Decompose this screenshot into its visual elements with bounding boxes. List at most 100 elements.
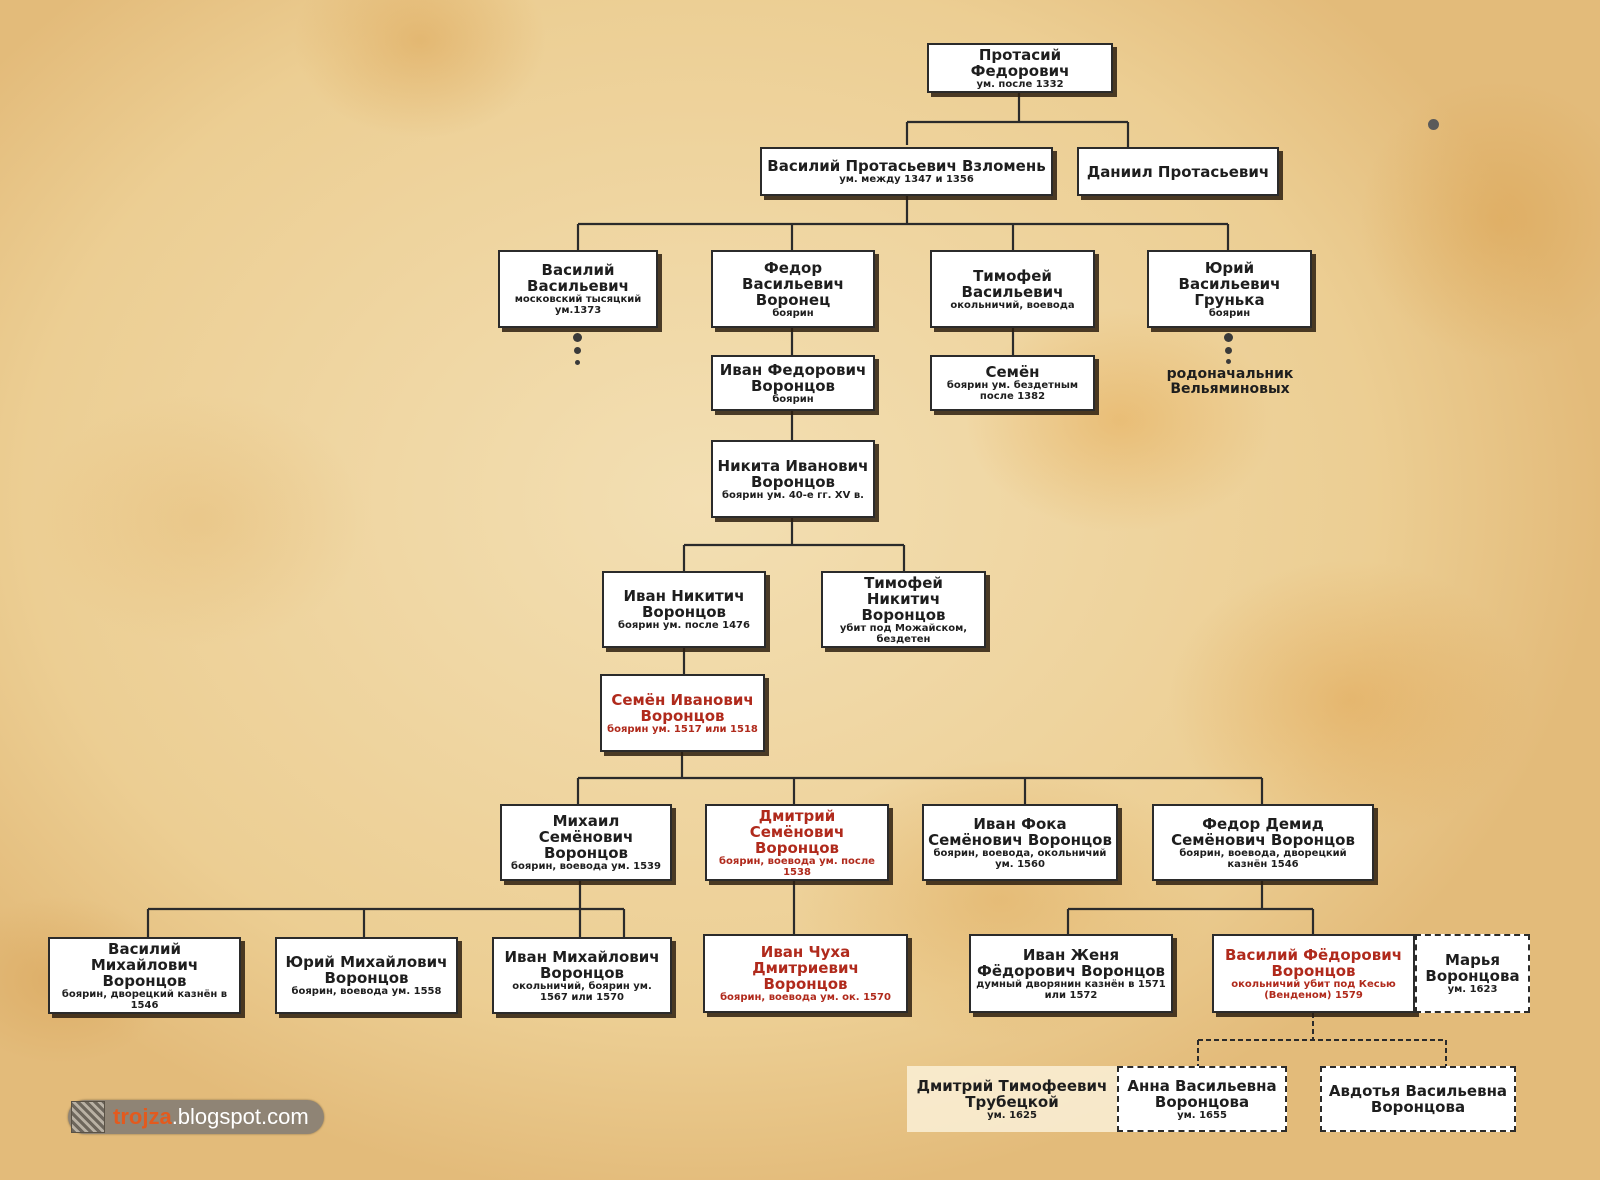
- person-protasiy[interactable]: Протасий Федорович ум. после 1332: [927, 43, 1113, 93]
- person-name: Федор Васильевич Воронец: [742, 258, 844, 309]
- person-mikhail-semenovich[interactable]: Михаил Семёнович Воронцов боярин, воевод…: [500, 804, 672, 881]
- person-details: боярин, воевода, окольничий ум. 1560: [933, 847, 1107, 870]
- continuation-dot: [1224, 333, 1233, 342]
- person-details: окольничий, воевода: [950, 299, 1075, 311]
- person-details: окольничий убит под Кесью (Венденом) 157…: [1231, 978, 1396, 1001]
- person-name: Василий Михайлович Воронцов: [90, 939, 199, 990]
- person-name: Иван Никитич Воронцов: [623, 587, 745, 621]
- person-details: боярин: [772, 307, 814, 319]
- stray-dot: [1428, 119, 1439, 130]
- person-name: Юрий Михайлович Воронцов: [285, 953, 448, 987]
- person-name: Иван Фока Семёнович Воронцов: [928, 814, 1112, 849]
- annotation-velyaminov: родоначальник Вельяминовых: [1166, 366, 1294, 397]
- person-timofey-vasilyevich[interactable]: Тимофей Васильевич окольничий, воевода: [930, 250, 1095, 328]
- person-timofey-nikitich[interactable]: Тимофей Никитич Воронцов убит под Можайс…: [821, 571, 986, 648]
- person-semen-ivanovich[interactable]: Семён Иванович Воронцов боярин ум. 1517 …: [600, 674, 765, 752]
- person-details: боярин: [1208, 307, 1251, 319]
- person-details: думный дворянин казнён в 1571 или 1572: [976, 978, 1166, 1001]
- person-fedor-demid[interactable]: Федор Демид Семёнович Воронцов боярин, в…: [1152, 804, 1374, 881]
- person-yuriy-mikhaylovich[interactable]: Юрий Михайлович Воронцов боярин, воевода…: [275, 937, 458, 1014]
- dashed-connector: [1197, 1013, 1447, 1066]
- logo-image: [71, 1101, 105, 1133]
- continuation-dot: [1226, 359, 1231, 364]
- person-details: ум. 1625: [987, 1109, 1037, 1121]
- connector: [576, 752, 1264, 804]
- person-name: Михаил Семёнович Воронцов: [538, 812, 634, 862]
- connector: [1066, 881, 1315, 934]
- person-details: московский тысяцкий ум.1373: [514, 294, 642, 316]
- person-name: Протасий Федорович: [970, 45, 1070, 80]
- person-semen-timofeevich[interactable]: Семён боярин ум. бездетным после 1382: [930, 355, 1095, 411]
- person-details: боярин, воевода ум. 1558: [291, 986, 442, 997]
- person-details: боярин, воевода ум. ок. 1570: [720, 992, 891, 1003]
- person-marya[interactable]: Марья Воронцова ум. 1623: [1415, 934, 1530, 1013]
- person-name: Юрий Васильевич Грунька: [1178, 258, 1281, 309]
- person-yuriy-grunka[interactable]: Юрий Васильевич Грунька боярин: [1147, 250, 1312, 328]
- watermark-badge[interactable]: trojza.blogspot.com: [68, 1100, 324, 1134]
- person-name: Иван Федорович Воронцов: [719, 360, 867, 395]
- person-anna[interactable]: Анна Васильевна Воронцова ум. 1655: [1117, 1066, 1287, 1132]
- person-details: ум. между 1347 и 1356: [839, 174, 974, 185]
- person-name: Семён Иванович Воронцов: [611, 690, 754, 725]
- site-url-rest: .blogspot.com: [171, 1104, 309, 1129]
- continuation-dot: [574, 347, 581, 354]
- person-details: убит под Можайском, бездетен: [839, 622, 968, 645]
- person-name: Федор Демид Семёнович Воронцов: [1171, 814, 1355, 849]
- person-name: Иван Чуха Дмитриевич Воронцов: [752, 943, 859, 993]
- continuation-dot: [1225, 347, 1232, 354]
- person-details: боярин, воевода ум. 1539: [511, 861, 661, 872]
- person-ivan-chukha[interactable]: Иван Чуха Дмитриевич Воронцов боярин, во…: [703, 934, 908, 1013]
- connector: [905, 93, 1130, 147]
- person-vasiliy-vasilyevich[interactable]: Василий Васильевич московский тысяцкий у…: [498, 250, 658, 328]
- person-vasiliy-vzlomen[interactable]: Василий Протасьевич Взломень ум. между 1…: [760, 147, 1053, 196]
- person-nikita[interactable]: Никита Иванович Воронцов боярин ум. 40-е…: [711, 440, 875, 518]
- person-ivan-mikhaylovich[interactable]: Иван Михайлович Воронцов окольничий, боя…: [492, 937, 672, 1014]
- person-details: боярин: [772, 393, 814, 405]
- site-url: trojza.blogspot.com: [113, 1104, 309, 1130]
- connector: [576, 195, 1230, 250]
- person-name: Даниил Протасьевич: [1086, 162, 1270, 181]
- person-name: Тимофей Никитич Воронцов: [861, 573, 946, 624]
- connector: [146, 881, 626, 937]
- person-dmitriy-trubetskoy[interactable]: Дмитрий Тимофеевич Трубецкой ум. 1625: [907, 1066, 1117, 1132]
- person-name: Василий Васильевич: [527, 261, 629, 295]
- person-name: Марья Воронцова: [1425, 951, 1520, 985]
- person-name: Анна Васильевна Воронцова: [1127, 1076, 1277, 1111]
- person-details: боярин, воевода ум. после 1538: [719, 855, 875, 878]
- person-details: боярин ум. бездетным после 1382: [946, 380, 1079, 402]
- person-ivan-nikitich[interactable]: Иван Никитич Воронцов боярин ум. после 1…: [602, 571, 766, 648]
- person-details: боярин, дворецкий казнён в 1546: [61, 988, 228, 1011]
- person-name: Никита Иванович Воронцов: [717, 456, 869, 491]
- person-details: боярин, воевода, дворецкий казнён 1546: [1179, 847, 1347, 870]
- person-details: боярин ум. 1517 или 1518: [607, 723, 758, 735]
- person-vasiliy-mikhaylovich[interactable]: Василий Михайлович Воронцов боярин, двор…: [48, 937, 241, 1014]
- person-vasiliy-fedorovich[interactable]: Василий Фёдорович Воронцов окольничий уб…: [1212, 934, 1415, 1013]
- person-details: боярин ум. 40-е гг. XV в.: [722, 489, 864, 501]
- person-details: боярин ум. после 1476: [618, 620, 750, 631]
- person-name: Дмитрий Тимофеевич Трубецкой: [916, 1076, 1108, 1111]
- person-fedor-voronets[interactable]: Федор Васильевич Воронец боярин: [711, 250, 875, 328]
- person-ivan-zhenya[interactable]: Иван Женя Фёдорович Воронцов думный двор…: [969, 934, 1173, 1013]
- person-name: Дмитрий Семёнович Воронцов: [749, 806, 845, 857]
- person-ivan-fedorovich[interactable]: Иван Федорович Воронцов боярин: [711, 355, 875, 411]
- connector: [682, 518, 906, 571]
- person-name: Тимофей Васильевич: [961, 266, 1064, 301]
- person-details: ум. после 1332: [976, 78, 1064, 90]
- person-ivan-foka[interactable]: Иван Фока Семёнович Воронцов боярин, вое…: [922, 804, 1118, 881]
- person-name: Семён: [985, 363, 1040, 381]
- person-details: окольничий, боярин ум. 1567 или 1570: [512, 980, 652, 1003]
- person-name: Авдотья Васильевна Воронцова: [1328, 1082, 1508, 1116]
- site-url-highlight: trojza: [113, 1104, 172, 1129]
- person-name: Василий Протасьевич Взломень: [767, 157, 1046, 175]
- continuation-dot: [575, 360, 580, 365]
- person-dmitriy-semenovich[interactable]: Дмитрий Семёнович Воронцов боярин, воево…: [705, 804, 889, 881]
- person-name: Иван Михайлович Воронцов: [504, 947, 660, 982]
- continuation-dot: [573, 333, 582, 342]
- person-details: ум. 1655: [1177, 1109, 1227, 1121]
- person-avdotya[interactable]: Авдотья Васильевна Воронцова: [1320, 1066, 1516, 1132]
- person-name: Василий Фёдорович Воронцов: [1225, 945, 1402, 980]
- person-name: Иван Женя Фёдорович Воронцов: [976, 945, 1166, 980]
- person-details: ум. 1623: [1447, 984, 1498, 995]
- person-daniil[interactable]: Даниил Протасьевич: [1077, 147, 1279, 196]
